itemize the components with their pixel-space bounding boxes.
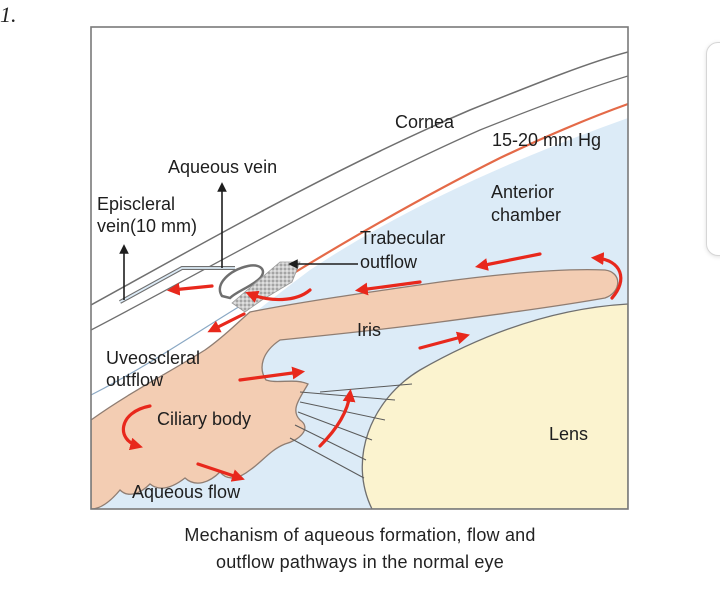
flow-arrow	[238, 366, 306, 382]
descemet-line	[91, 299, 251, 396]
corner-fragment-text: 1.	[0, 2, 17, 27]
iris-label: Iris	[357, 320, 381, 340]
cornea-endothelium-line	[249, 102, 628, 301]
uveoscleral-label-line2: outflow	[106, 370, 164, 390]
schlemm-canal	[218, 264, 265, 300]
flow-arrow	[590, 252, 623, 300]
flow-arrow	[196, 462, 245, 482]
flow-arrow	[245, 288, 312, 303]
flow-arrow	[207, 312, 246, 333]
cornea-label: Cornea	[395, 112, 455, 132]
caption-line-1: Mechanism of aqueous formation, flow and	[184, 525, 536, 545]
anterior-chamber-label-line1: Anterior	[491, 182, 554, 202]
pressure-label: 15-20 mm Hg	[492, 130, 601, 150]
flow-arrow	[474, 252, 542, 271]
flow-arrow	[121, 404, 152, 451]
trabecular-label-line2: outflow	[360, 252, 418, 272]
ciliary-body-label: Ciliary body	[157, 409, 251, 429]
iris-ciliary-tissue	[91, 268, 619, 509]
lens	[361, 303, 628, 509]
flow-arrow	[166, 282, 214, 296]
aqueous-flow-arrows	[121, 252, 623, 482]
sclera-outer-line	[91, 51, 628, 306]
figure-caption: Mechanism of aqueous formation, flow and…	[90, 522, 630, 576]
flow-arrow	[418, 331, 470, 350]
episcleral-label-line2: vein(10 mm)	[97, 216, 197, 236]
lens-label: Lens	[549, 424, 588, 444]
uveoscleral-label-line1: Uveoscleral	[106, 348, 200, 368]
caption-line-2: outflow pathways in the normal eye	[216, 552, 504, 572]
aqueous-flow-label: Aqueous flow	[132, 482, 241, 502]
flow-arrow	[354, 280, 422, 296]
diagram-frame	[90, 26, 629, 510]
flow-arrow	[318, 388, 356, 448]
trabecular-label-line1: Trabecular	[360, 228, 445, 248]
aqueous-vein-label: Aqueous vein	[168, 157, 277, 177]
sclera-inner-line	[91, 75, 628, 331]
anterior-chamber-label-line2: chamber	[491, 205, 561, 225]
episcleral-label-line1: Episcleral	[97, 194, 175, 214]
